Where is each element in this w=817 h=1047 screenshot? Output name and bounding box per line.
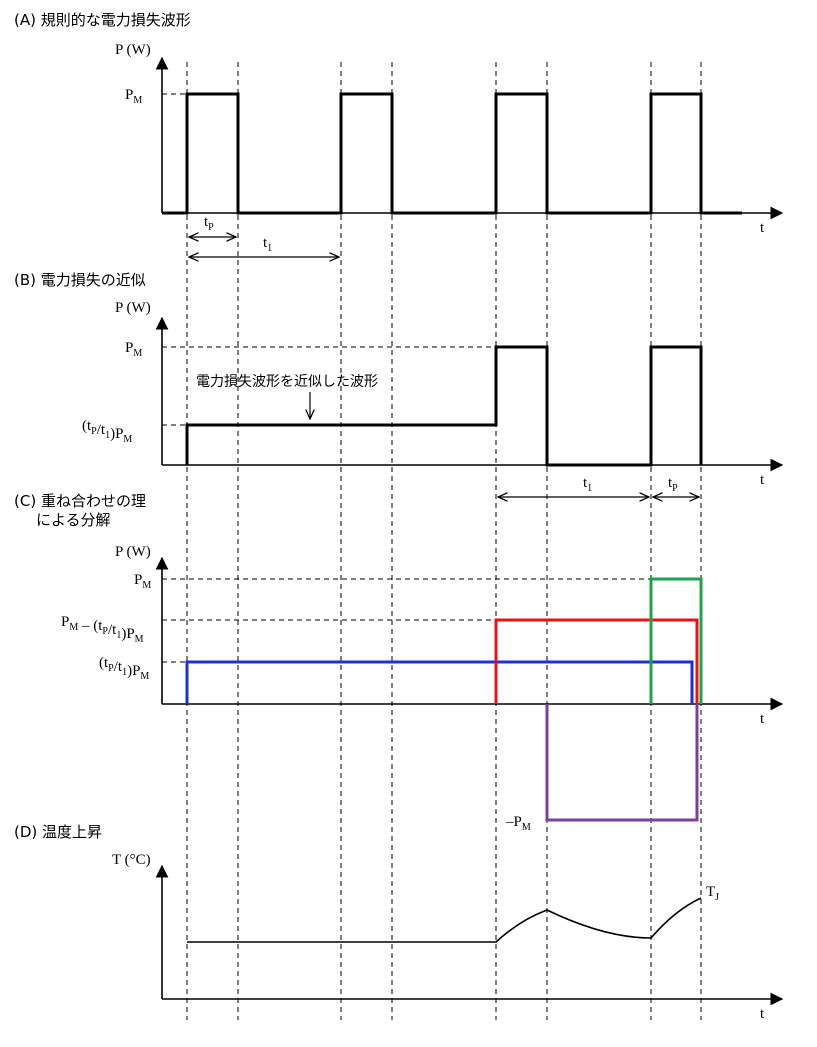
section-d-x-label: t <box>760 1006 765 1022</box>
section-b-t1-label: t1 <box>583 475 592 494</box>
section-b-y-label: P (W) <box>115 300 151 316</box>
time-guides <box>186 62 702 1020</box>
section-b-tp-label: tP <box>668 475 678 494</box>
section-d-title: (D) 温度上昇 <box>14 823 102 841</box>
section-a-pm-label: PM <box>125 87 142 106</box>
section-b: (B) 電力損失の近似 P (W) t PM (tP/t1)PM 電力損失波形を… <box>14 271 784 497</box>
section-c-green-component <box>649 577 703 704</box>
section-d: (D) 温度上昇 T (°C) t TJ <box>14 823 784 1022</box>
section-d-y-label: T (°C) <box>112 852 151 868</box>
section-a-t1-label: t1 <box>263 235 272 254</box>
section-c-red-component <box>494 618 699 704</box>
section-d-temperature-curve <box>187 897 702 943</box>
section-a-tp-label: tP <box>204 214 214 233</box>
section-c-diff-label: PM – (tP/t1)PM <box>61 614 144 645</box>
section-c-title-line1: (C) 重ね合わせの理 <box>14 492 146 510</box>
section-b-x-label: t <box>760 472 765 488</box>
section-a-y-label: P (W) <box>115 42 151 58</box>
section-c-purple-component <box>545 704 699 822</box>
section-c-blue-component <box>185 660 694 704</box>
section-a-pulse-wave <box>162 92 742 215</box>
section-c-title-line2: による分解 <box>36 511 111 529</box>
section-d-tj-label: TJ <box>706 884 719 903</box>
section-c-y-label: P (W) <box>115 544 151 560</box>
section-c-pm-label: PM <box>134 572 151 591</box>
section-b-pm-label: PM <box>125 340 142 359</box>
section-c-avg-label: (tP/t1)PM <box>99 655 149 682</box>
section-b-annotation: 電力損失波形を近似した波形 <box>196 374 378 390</box>
section-b-avg-label: (tP/t1)PM <box>82 418 132 445</box>
section-a-title: (A) 規則的な電力損失波形 <box>14 11 191 29</box>
section-b-approx-wave <box>185 345 703 467</box>
section-a: (A) 規則的な電力損失波形 P (W) t PM tP t1 <box>14 11 784 257</box>
section-c-x-label: t <box>760 711 765 727</box>
section-c-neg-label: –PM <box>505 814 531 833</box>
section-b-title: (B) 電力損失の近似 <box>14 271 146 289</box>
section-c: (C) 重ね合わせの理 による分解 P (W) t PM PM – (tP/t1… <box>14 492 784 833</box>
section-a-x-label: t <box>760 220 765 236</box>
